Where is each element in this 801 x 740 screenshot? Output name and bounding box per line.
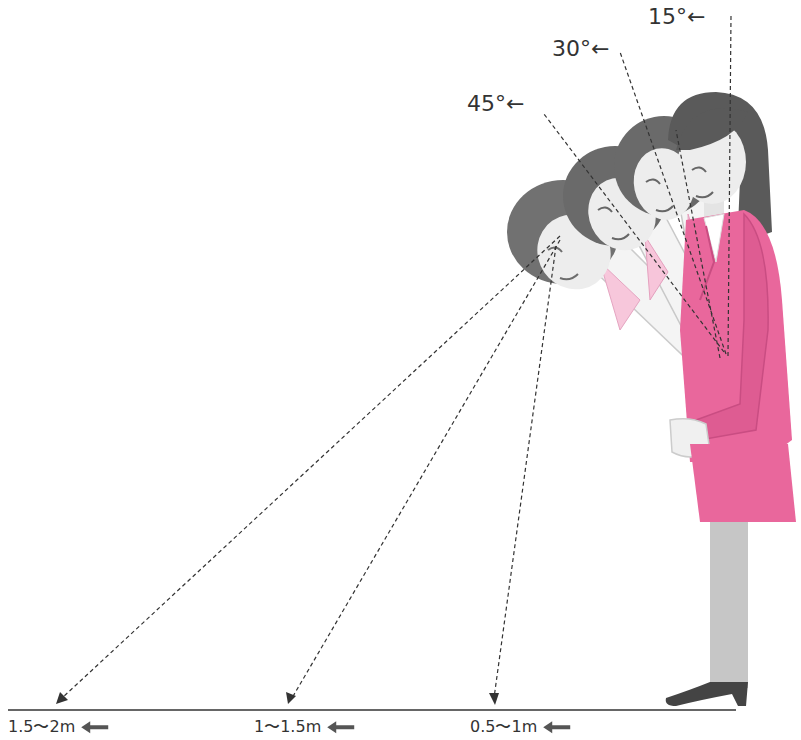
angle-label: 45°← <box>467 91 524 116</box>
art-line <box>676 130 720 358</box>
sight-lines <box>62 236 560 698</box>
art-path <box>666 682 748 706</box>
art-path <box>81 721 108 733</box>
art-path <box>612 234 629 239</box>
art-line <box>544 114 724 352</box>
art-polygon <box>286 692 296 704</box>
art-path <box>690 444 796 522</box>
distance-arrow <box>81 721 108 733</box>
art-path <box>668 92 772 235</box>
ground-line <box>8 709 736 711</box>
art-line <box>728 16 731 356</box>
art-path <box>543 721 570 733</box>
distance-label: 1〜1.5m <box>254 718 321 736</box>
art-path <box>676 108 748 150</box>
distance-arrow <box>327 721 354 733</box>
art-path <box>645 236 668 300</box>
art-path <box>692 167 706 172</box>
art-path <box>656 206 673 211</box>
art-polygon <box>56 692 68 704</box>
angle-lines <box>544 16 731 358</box>
art-line <box>292 240 560 698</box>
distance-arrow <box>543 721 570 733</box>
angle-label: 15°← <box>648 4 705 29</box>
distance-label: 1.5〜2m <box>8 718 75 736</box>
art-path <box>704 214 724 262</box>
art-path <box>696 192 713 197</box>
art-line <box>62 236 560 698</box>
figure-standing <box>666 92 796 706</box>
art-polygon <box>489 693 499 705</box>
art-path <box>327 721 354 733</box>
art-rect <box>710 522 748 688</box>
art-line <box>494 246 556 698</box>
angle-label: 30°← <box>552 36 609 61</box>
art-path <box>646 179 660 184</box>
art-path <box>600 262 640 330</box>
sight-arrowheads <box>56 692 499 705</box>
art-path <box>696 214 768 440</box>
art-path <box>560 274 578 279</box>
distance-label: 0.5〜1m <box>470 718 537 736</box>
art-path <box>598 207 612 212</box>
